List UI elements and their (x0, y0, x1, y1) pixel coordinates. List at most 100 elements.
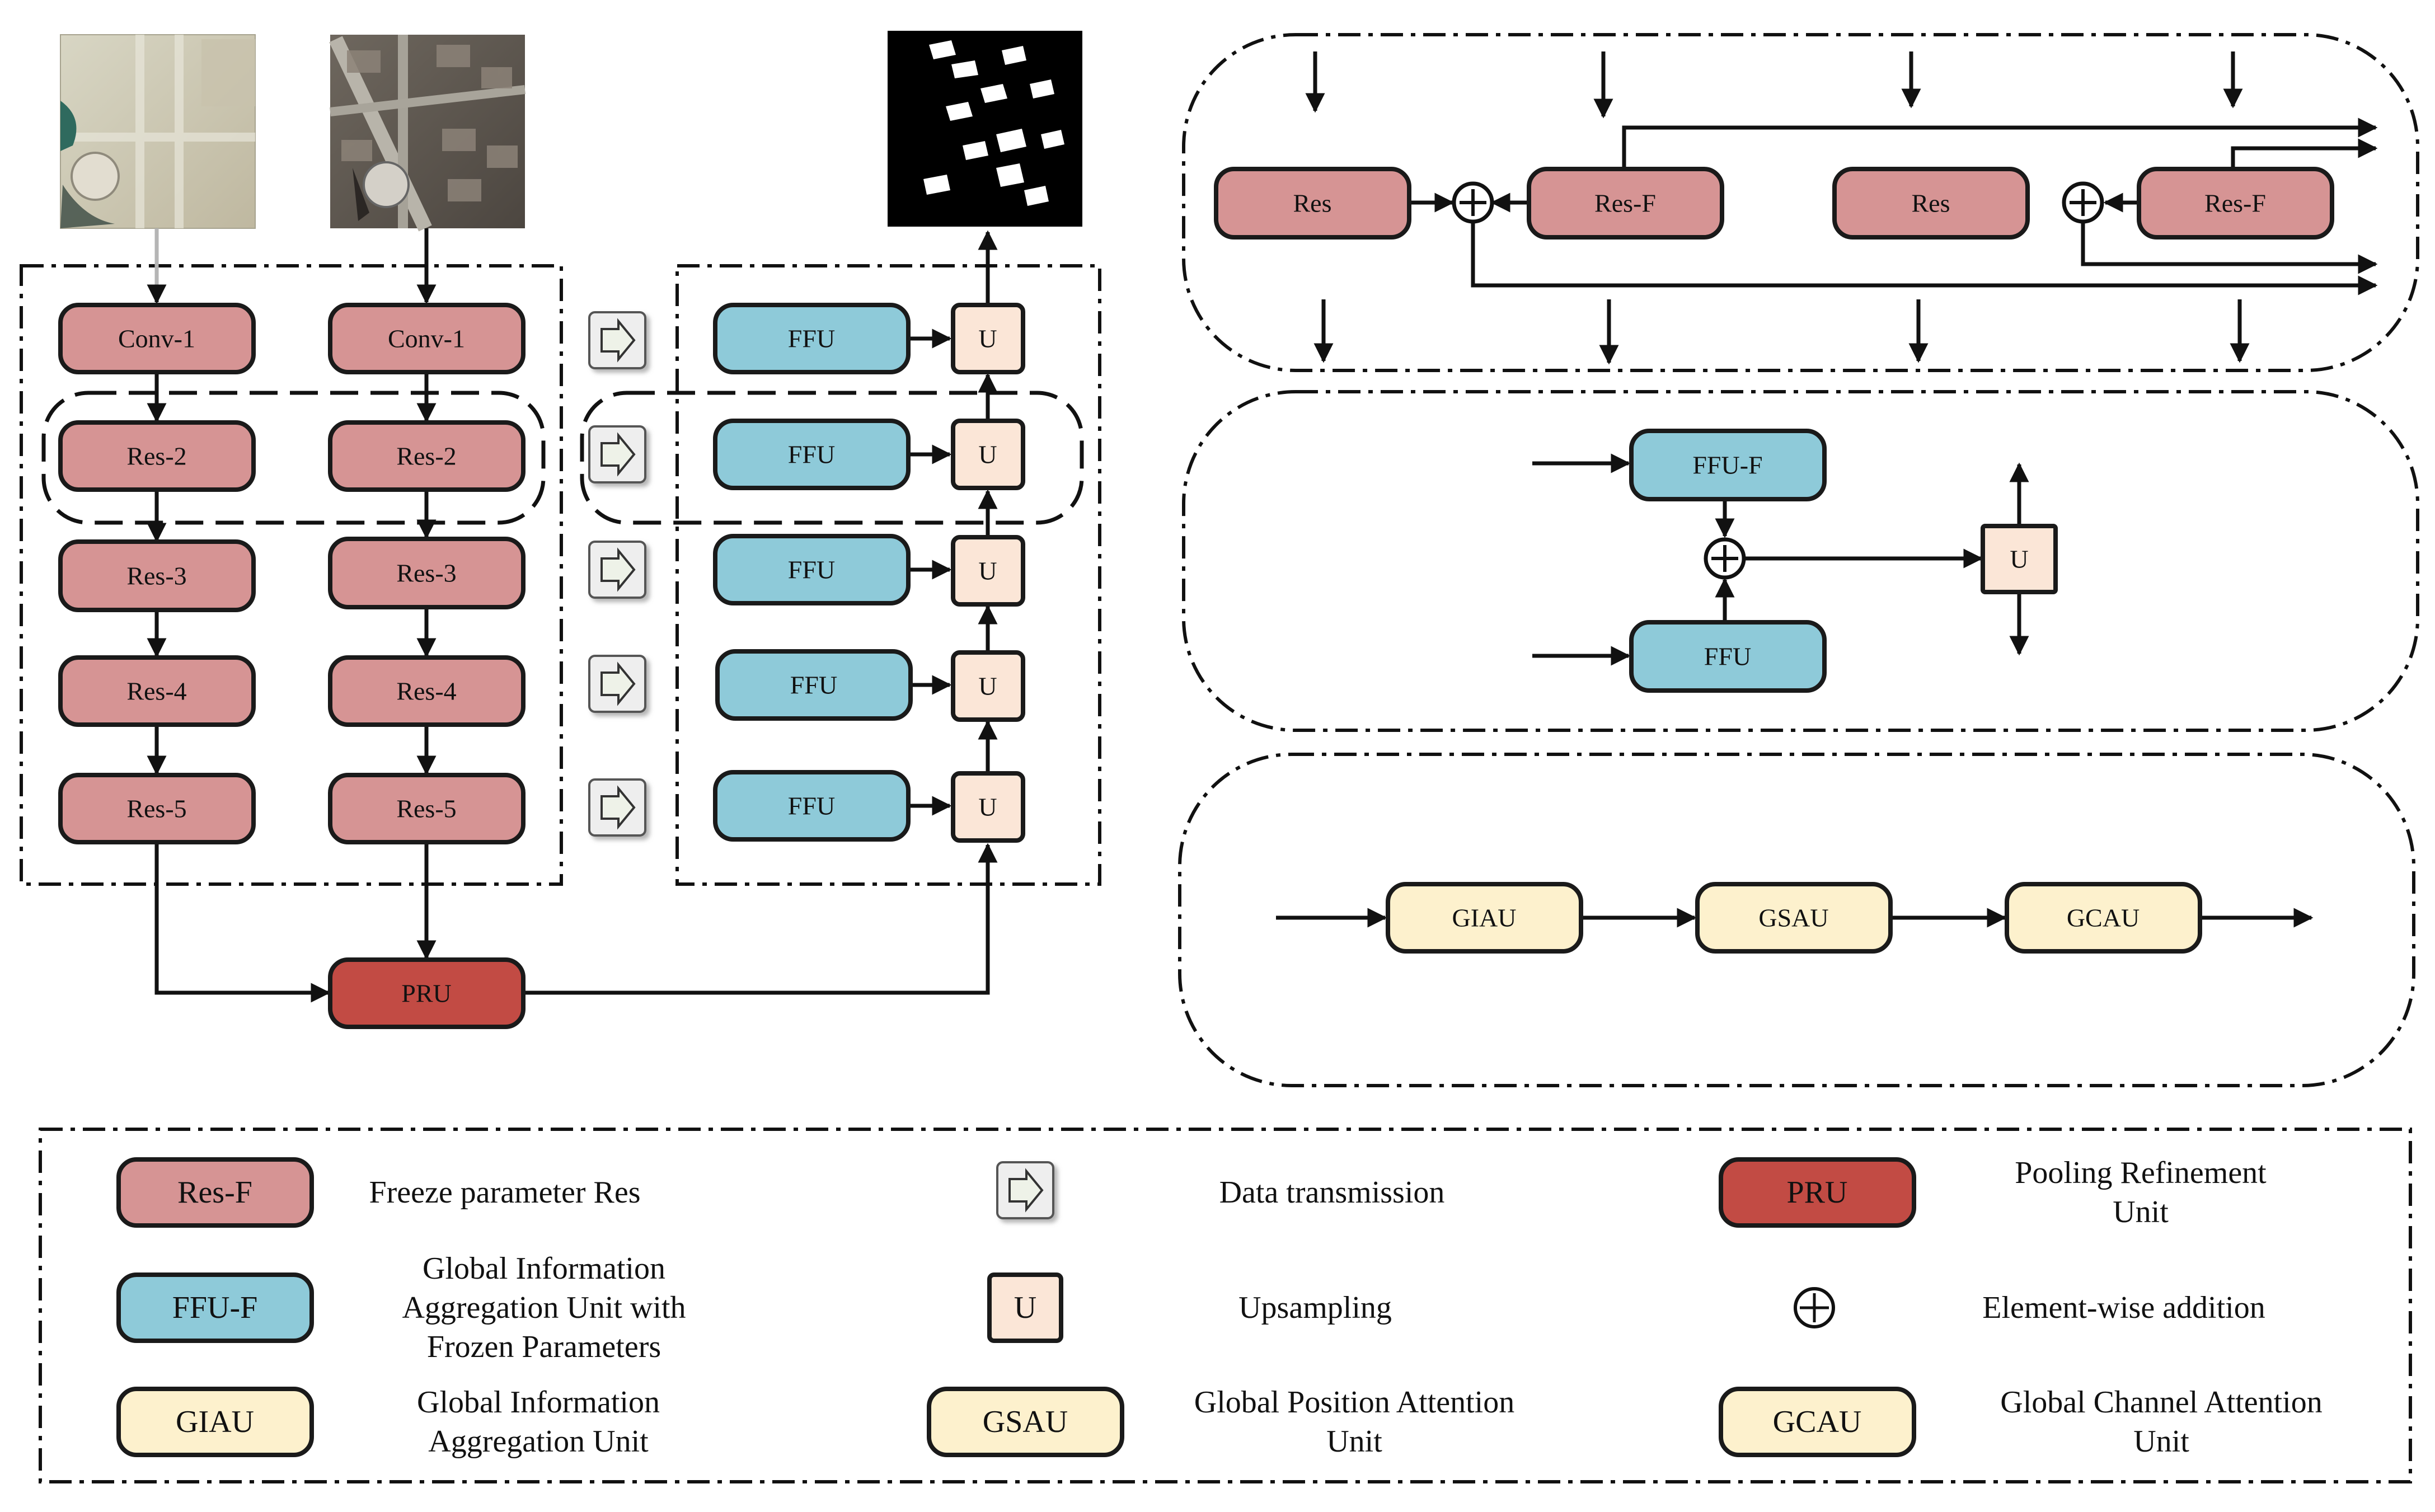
legend-text-line: Element-wise addition (1982, 1290, 2265, 1325)
detail-add-2 (2062, 181, 2104, 224)
svg-text:U: U (978, 440, 997, 469)
block-u-2: U (951, 419, 1025, 490)
block-res-5-left: Res-5 (58, 773, 256, 844)
detail-u-block: U (1981, 524, 2058, 594)
svg-text:Res-3: Res-3 (396, 559, 456, 588)
input-image-2 (329, 35, 526, 232)
svg-text:FFU-F: FFU-F (1692, 451, 1762, 480)
data-transmission-icon (588, 311, 646, 369)
encoder-connections (147, 228, 998, 1003)
svg-text:Res: Res (1912, 189, 1950, 218)
block-shape (58, 303, 256, 374)
block-ffu-3: FFU (713, 534, 911, 605)
legend-text: Freeze parameter Res (369, 1175, 640, 1210)
legend-resf: Res-F Freeze parameter Res (116, 1157, 641, 1228)
detail-resf-block-1: Res-F (1527, 167, 1724, 240)
block-res-5-right: Res-5 (328, 773, 526, 844)
legend-text-line: Upsampling (1238, 1290, 1392, 1325)
encoder-right-column: Conv-1 Res-2 Res-3 Res-4 Res-5 (328, 303, 526, 844)
data-transmission-icon (588, 425, 646, 483)
svg-text:FFU: FFU (788, 556, 835, 584)
legend-text: Upsampling (1238, 1290, 1392, 1325)
legend-text-line: Pooling Refinement (2015, 1156, 2267, 1190)
svg-text:FFU: FFU (790, 671, 837, 699)
data-transmission-column (588, 311, 646, 837)
svg-text:Res-2: Res-2 (126, 442, 186, 471)
svg-text:Res-4: Res-4 (396, 677, 456, 706)
legend-text-line: Global Position Attention (1194, 1385, 1514, 1420)
plus-circle-icon (1794, 1287, 1835, 1328)
legend-text-line: Unit (2113, 1195, 2169, 1229)
detail-add-1 (1452, 181, 1494, 224)
svg-text:Res: Res (1293, 189, 1332, 218)
svg-text:U: U (978, 672, 997, 701)
data-transmission-icon (996, 1161, 1054, 1219)
detail-res-connections (1305, 51, 2378, 365)
legend-text-line: Global Information (417, 1385, 660, 1420)
legend-text-line: Freeze parameter Res (369, 1175, 640, 1210)
svg-text:U: U (1014, 1290, 1036, 1325)
decoder-ffu-column: FFU FFU FFU FFU FFU (713, 303, 913, 842)
detail-gsau-block: GSAU (1695, 882, 1893, 954)
detail-giau-block: GIAU (1386, 882, 1583, 954)
svg-text:Res-4: Res-4 (126, 677, 186, 706)
block-conv-1-right: Conv-1 (328, 303, 526, 374)
svg-text:GSAU: GSAU (1758, 904, 1828, 932)
block-res-4-right: Res-4 (328, 655, 526, 727)
svg-text:Res-3: Res-3 (126, 562, 186, 590)
svg-text:U: U (978, 793, 997, 821)
svg-text:FFU: FFU (788, 792, 835, 820)
svg-text:GCAU: GCAU (1773, 1405, 1862, 1439)
block-label: Conv-1 (118, 325, 195, 353)
legend-text-line: Aggregation Unit with (402, 1290, 686, 1325)
detail-gcau-block: GCAU (2005, 882, 2202, 954)
legend-text-line: Global Channel Attention (2000, 1385, 2322, 1420)
block-u-3: U (951, 535, 1025, 607)
block-conv-1-left: Conv-1 (58, 303, 256, 374)
data-transmission-icon (588, 655, 646, 713)
svg-text:PRU: PRU (1787, 1175, 1848, 1210)
block-u-5: U (951, 771, 1025, 843)
block-pru: PRU (328, 957, 526, 1029)
detail-ffu-block: FFU (1629, 620, 1827, 693)
legend-text-line: Aggregation Unit (428, 1424, 649, 1459)
block-ffu-5: FFU (713, 770, 911, 842)
svg-text:PRU: PRU (401, 979, 451, 1008)
svg-text:FFU: FFU (788, 440, 835, 469)
highlight-res2-group (41, 391, 546, 525)
legend-text-line: Frozen Parameters (427, 1330, 661, 1364)
block-res-3-left: Res-3 (58, 539, 256, 612)
block-ffu-2: FFU (713, 419, 911, 490)
encoder-container (20, 264, 563, 886)
svg-text:GIAU: GIAU (1452, 904, 1517, 932)
svg-text:FFU: FFU (1704, 642, 1751, 671)
svg-text:Res-5: Res-5 (396, 795, 456, 823)
svg-text:Res-F: Res-F (177, 1175, 252, 1210)
highlight-ffu-group (580, 391, 1084, 525)
svg-text:FFU-F: FFU-F (172, 1290, 258, 1325)
legend-text-line: Unit (2133, 1424, 2189, 1459)
svg-text:U: U (978, 325, 997, 353)
legend-upsampling: U Upsampling (987, 1272, 1392, 1343)
legend-text: Element-wise addition (1982, 1290, 2265, 1325)
legend-text: Data transmission (1219, 1175, 1445, 1210)
block-u-1: U (951, 303, 1025, 374)
legend-text-line: Global Information (423, 1251, 665, 1286)
svg-text:Res-F: Res-F (1594, 189, 1656, 218)
block-res-4-left: Res-4 (58, 655, 256, 727)
decoder-container (675, 264, 1101, 886)
detail-resf-block-2: Res-F (2137, 167, 2334, 240)
svg-text:Conv-1: Conv-1 (388, 325, 465, 353)
legend-data-transmission: Data transmission (996, 1161, 1445, 1219)
svg-text:GCAU: GCAU (2067, 904, 2140, 932)
svg-text:Res-5: Res-5 (126, 795, 186, 823)
